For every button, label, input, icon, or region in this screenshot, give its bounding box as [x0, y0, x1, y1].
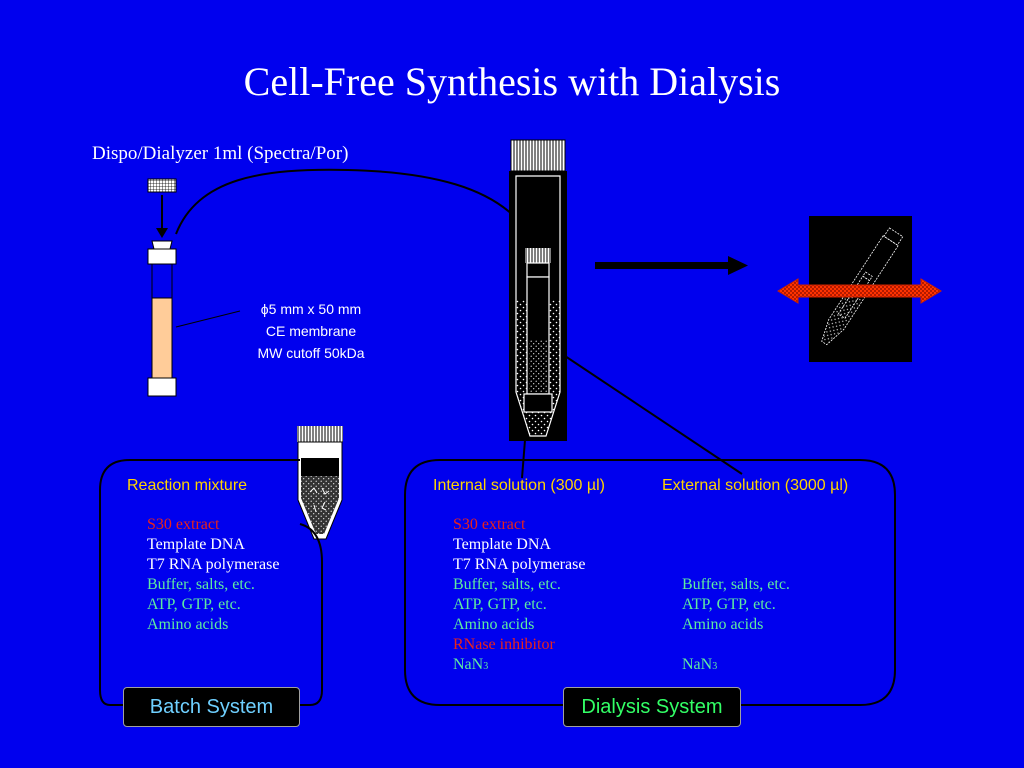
list-item: NaN3 [453, 655, 585, 677]
nan3-text: NaN [682, 656, 713, 673]
batch-tube-icon [297, 426, 343, 540]
list-item: RNase inhibitor [453, 636, 555, 653]
list-item: T7 RNA polymerase [147, 556, 280, 573]
slide-title: Cell-Free Synthesis with Dialysis [243, 59, 781, 104]
nan3-subscript: 3 [483, 661, 489, 672]
list-item: Template DNA [147, 536, 245, 553]
batch-bracket [99, 459, 323, 706]
membrane-piece-icon [147, 178, 177, 193]
list-item: ATP, GTP, etc. [453, 596, 547, 613]
small-dialyzer-tube [147, 240, 177, 397]
internal-item-list: S30 extract Template DNA T7 RNA polymera… [453, 515, 585, 677]
list-item: Buffer, salts, etc. [453, 576, 561, 593]
external-item-list: Buffer, salts, etc. ATP, GTP, etc. Amino… [682, 575, 790, 677]
right-arrow-icon [595, 256, 748, 275]
list-item: Amino acids [682, 616, 764, 633]
spec-pointer-line [175, 310, 241, 328]
batch-heading: Reaction mixture [127, 477, 248, 494]
internal-heading: Internal solution (300 µl) [433, 477, 605, 494]
list-item: S30 extract [453, 516, 526, 533]
nan3-text: NaN [453, 656, 484, 673]
external-leader-line [561, 353, 743, 475]
connector-curve [175, 168, 517, 235]
external-heading: External solution (3000 µl) [662, 477, 849, 494]
list-item: Amino acids [453, 616, 535, 633]
dialyzer-name: Dispo/Dialyzer 1ml (Spectra/Por) [92, 143, 349, 164]
dialyzer-spec: ϕ5 mm x 50 mm CE membrane MW cutoff 50kD… [226, 298, 396, 364]
list-item: Buffer, salts, etc. [682, 576, 790, 593]
list-item: NaN3 [682, 655, 790, 677]
list-item: Amino acids [147, 616, 229, 633]
rotation-panel [777, 216, 942, 362]
batch-system-label: Batch System [123, 687, 300, 727]
spec-membrane: CE membrane [265, 323, 357, 339]
batch-item-list: S30 extract Template DNA T7 RNA polymera… [147, 515, 279, 635]
nan3-subscript: 3 [712, 661, 718, 672]
large-dialysis-tube [509, 139, 567, 441]
dialysis-system-label: Dialysis System [563, 687, 741, 727]
list-item: ATP, GTP, etc. [682, 596, 776, 613]
spec-cutoff: MW cutoff 50kDa [257, 345, 365, 361]
list-item: T7 RNA polymerase [453, 556, 586, 573]
list-item: Buffer, salts, etc. [147, 576, 255, 593]
spec-size: ϕ5 mm x 50 mm [260, 301, 362, 317]
double-arrow-icon [777, 278, 942, 304]
list-item: S30 extract [147, 516, 220, 533]
dialysis-bracket [404, 459, 896, 706]
list-item: ATP, GTP, etc. [147, 596, 241, 613]
list-item: Template DNA [453, 536, 551, 553]
down-arrow-icon [156, 195, 168, 238]
